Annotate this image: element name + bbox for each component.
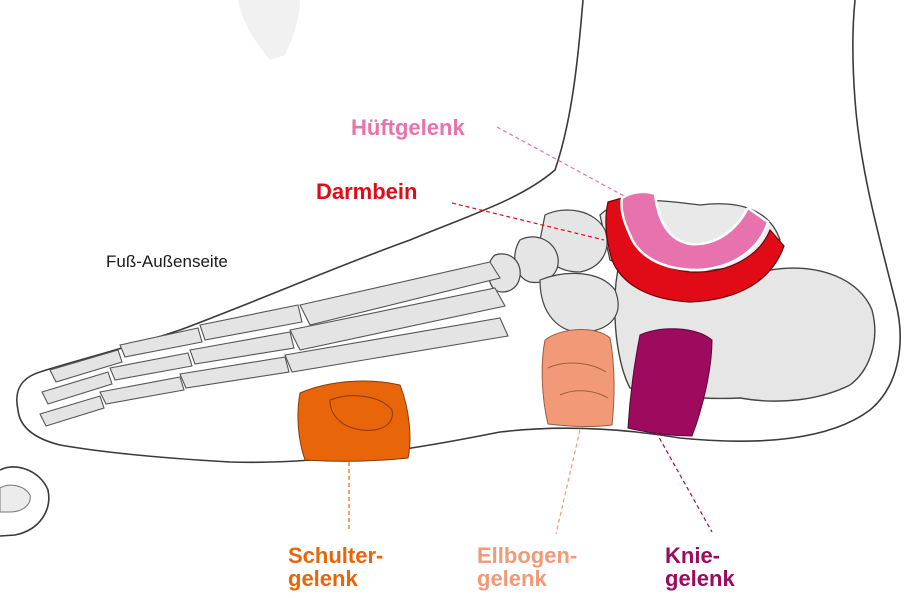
elbow-joint-label-line1: Ellbogen- (477, 544, 577, 567)
faint-background-shape (238, 0, 300, 60)
hip-joint-label: Hüftgelenk (351, 116, 465, 139)
foot-outer-side-label: Fuß-Außenseite (106, 252, 228, 272)
ilium-label-text: Darmbein (316, 180, 417, 203)
knee-joint-label-line2: gelenk (665, 567, 735, 590)
shoulder-zone (298, 381, 410, 461)
elbow-joint-label-line2: gelenk (477, 567, 577, 590)
hip-joint-label-text: Hüftgelenk (351, 116, 465, 139)
ilium-label: Darmbein (316, 180, 417, 203)
elbow-joint-label: Ellbogen- gelenk (477, 544, 577, 590)
shoulder-joint-label-line1: Schulter- (288, 544, 383, 567)
leader-line-elbow (556, 430, 580, 534)
leader-line-knee (656, 432, 712, 532)
shoulder-joint-label-line2: gelenk (288, 567, 383, 590)
knee-joint-label: Knie- gelenk (665, 544, 735, 590)
knee-joint-label-line1: Knie- (665, 544, 735, 567)
elbow-zone (542, 330, 614, 427)
shoulder-joint-label: Schulter- gelenk (288, 544, 383, 590)
